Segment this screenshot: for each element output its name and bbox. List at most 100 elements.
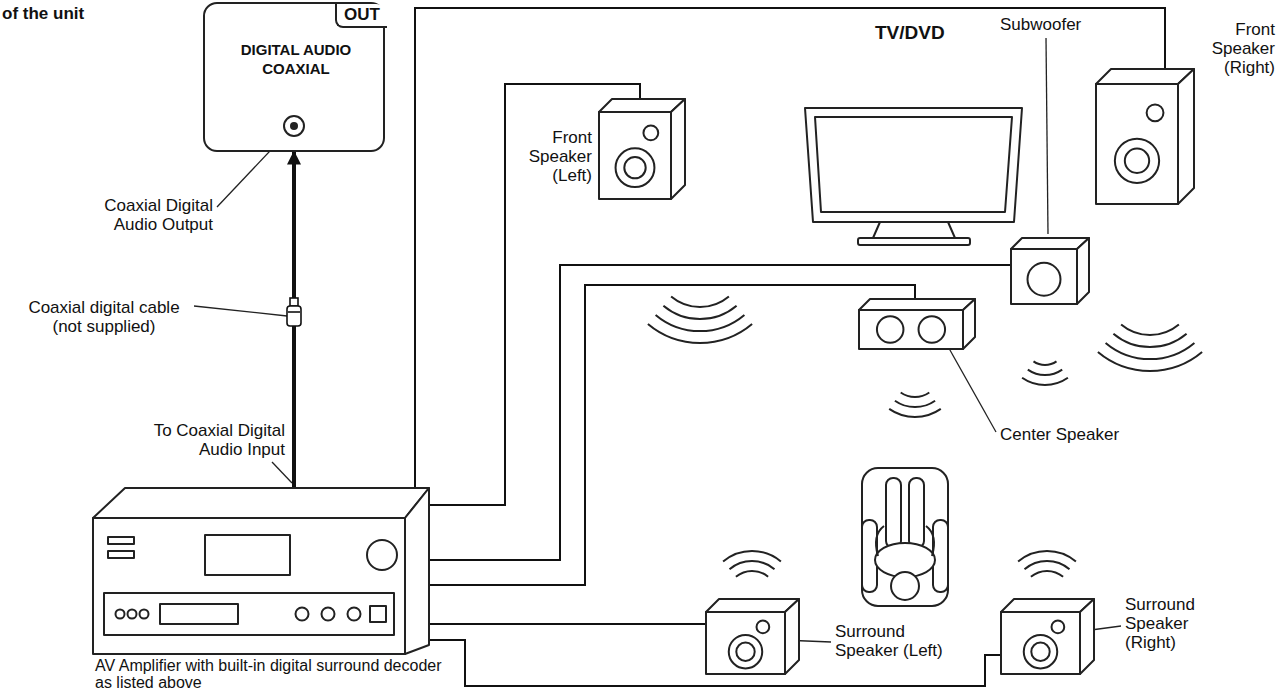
sound-wave: [1018, 551, 1076, 562]
sound-wave: [723, 551, 781, 562]
listener: [862, 468, 948, 606]
person-arm: [876, 526, 884, 556]
cabinet-front: [1001, 612, 1080, 674]
center-speaker-box: Center Speaker: [858, 298, 976, 350]
sound-wave: [736, 571, 768, 577]
node-outline: [858, 298, 976, 350]
cabinet-side: [785, 599, 799, 674]
speaker-label: Subwoofer: [1000, 15, 1096, 34]
node-outline: [705, 598, 800, 675]
speaker-box: Front Speaker (Right): [1095, 68, 1195, 205]
port-label: DIGITAL AUDIO COAXIAL: [205, 40, 387, 78]
sound-waves: [648, 297, 1202, 577]
sound-wave: [1106, 343, 1195, 359]
tv-screen: [815, 117, 1012, 212]
woofer-cone: [1125, 149, 1149, 173]
amp-button: [108, 537, 134, 544]
sound-wave: [889, 409, 941, 417]
amp-knob: [348, 608, 361, 621]
subwoofer-box: Subwoofer: [1010, 237, 1090, 305]
woofer: [1115, 139, 1159, 183]
sound-wave: [1022, 378, 1068, 385]
chair: [862, 468, 948, 606]
sound-wave: [901, 393, 930, 397]
sound-wave: [671, 297, 729, 308]
output-panel: OUT DIGITAL AUDIO COAXIAL: [203, 2, 385, 152]
speaker-wire: [415, 8, 1165, 487]
sound-wave: [1113, 334, 1186, 347]
jack-socket: [284, 116, 304, 136]
cabinet-side: [671, 99, 685, 199]
leader-line: [1046, 38, 1048, 234]
tweeter: [1147, 104, 1164, 121]
callout-label: Coaxial Digital Audio Output: [88, 196, 213, 234]
speaker-box: Surround Speaker (Right): [1000, 598, 1095, 675]
woofer-cone: [1031, 642, 1049, 660]
cabinet-front: [599, 112, 671, 199]
amp-small-button: [128, 610, 137, 619]
amp-front: [93, 518, 405, 654]
speaker-box: Front Speaker (Left): [598, 98, 686, 200]
amp-control-strip: [104, 593, 394, 635]
sound-wave: [895, 401, 935, 407]
speaker-label: Front Speaker (Right): [1205, 20, 1275, 77]
speaker-wire: [430, 623, 705, 625]
person-leg: [886, 478, 901, 548]
cabinet-front: [1096, 84, 1178, 204]
woofer: [616, 148, 655, 187]
sound-wave: [1034, 361, 1057, 365]
cabinet-side: [1178, 69, 1194, 204]
callout-label: To Coaxial Digital Audio Input: [120, 421, 285, 459]
speaker-label: Surround Speaker (Left): [835, 622, 957, 660]
callout-label: Coaxial digital cable (not supplied): [15, 298, 193, 336]
cabinet-top: [1001, 599, 1094, 612]
sound-wave: [663, 306, 736, 319]
tweeter: [643, 125, 658, 140]
jack-pin: [290, 122, 298, 130]
driver: [919, 316, 946, 343]
person-leg: [909, 478, 924, 548]
woofer-cone: [736, 642, 754, 660]
amp-display: [205, 535, 290, 575]
tv-set: [805, 108, 1022, 245]
device-label: TV/DVD: [875, 22, 975, 44]
sound-wave: [1031, 571, 1063, 577]
sound-wave: [730, 561, 775, 569]
tv-frame: [805, 108, 1022, 222]
cabinet-top: [859, 299, 975, 310]
speaker-label: Center Speaker: [1000, 425, 1140, 444]
amp-top: [93, 488, 429, 518]
node-outline: [598, 98, 686, 200]
woofer: [729, 635, 762, 668]
speaker-wire: [430, 265, 1010, 560]
woofer: [1028, 263, 1061, 296]
port-tab-label: OUT: [335, 4, 387, 28]
amp-button: [108, 551, 134, 558]
sound-wave: [1025, 561, 1070, 569]
speaker-label: Front Speaker (Left): [522, 128, 592, 185]
tv-base: [858, 238, 970, 245]
cabinet-top: [706, 599, 799, 612]
amp-knob: [296, 608, 309, 621]
amp-small-button: [140, 610, 149, 619]
node-outline: [92, 487, 430, 655]
amp-side: [405, 488, 429, 654]
amplifier-drawing: [93, 488, 429, 654]
cabinet-side: [1077, 238, 1089, 304]
amp-slot: [160, 604, 238, 624]
speaker-drawing: [599, 99, 685, 199]
speaker-drawing: [706, 599, 799, 674]
plug-body: [287, 306, 301, 326]
leader-line: [272, 462, 292, 483]
cabinet-front: [1011, 249, 1077, 304]
sound-wave: [1098, 352, 1202, 371]
tv-stand: [873, 222, 955, 238]
sound-wave: [656, 315, 745, 331]
device-label: AV Amplifier with built-in digital surro…: [95, 657, 445, 691]
speaker-wire: [430, 285, 915, 585]
cabinet-front: [706, 612, 785, 674]
coaxial-plug: [287, 298, 301, 326]
person-head: [891, 572, 919, 600]
tweeter: [757, 621, 770, 634]
amp-knob: [322, 608, 335, 621]
